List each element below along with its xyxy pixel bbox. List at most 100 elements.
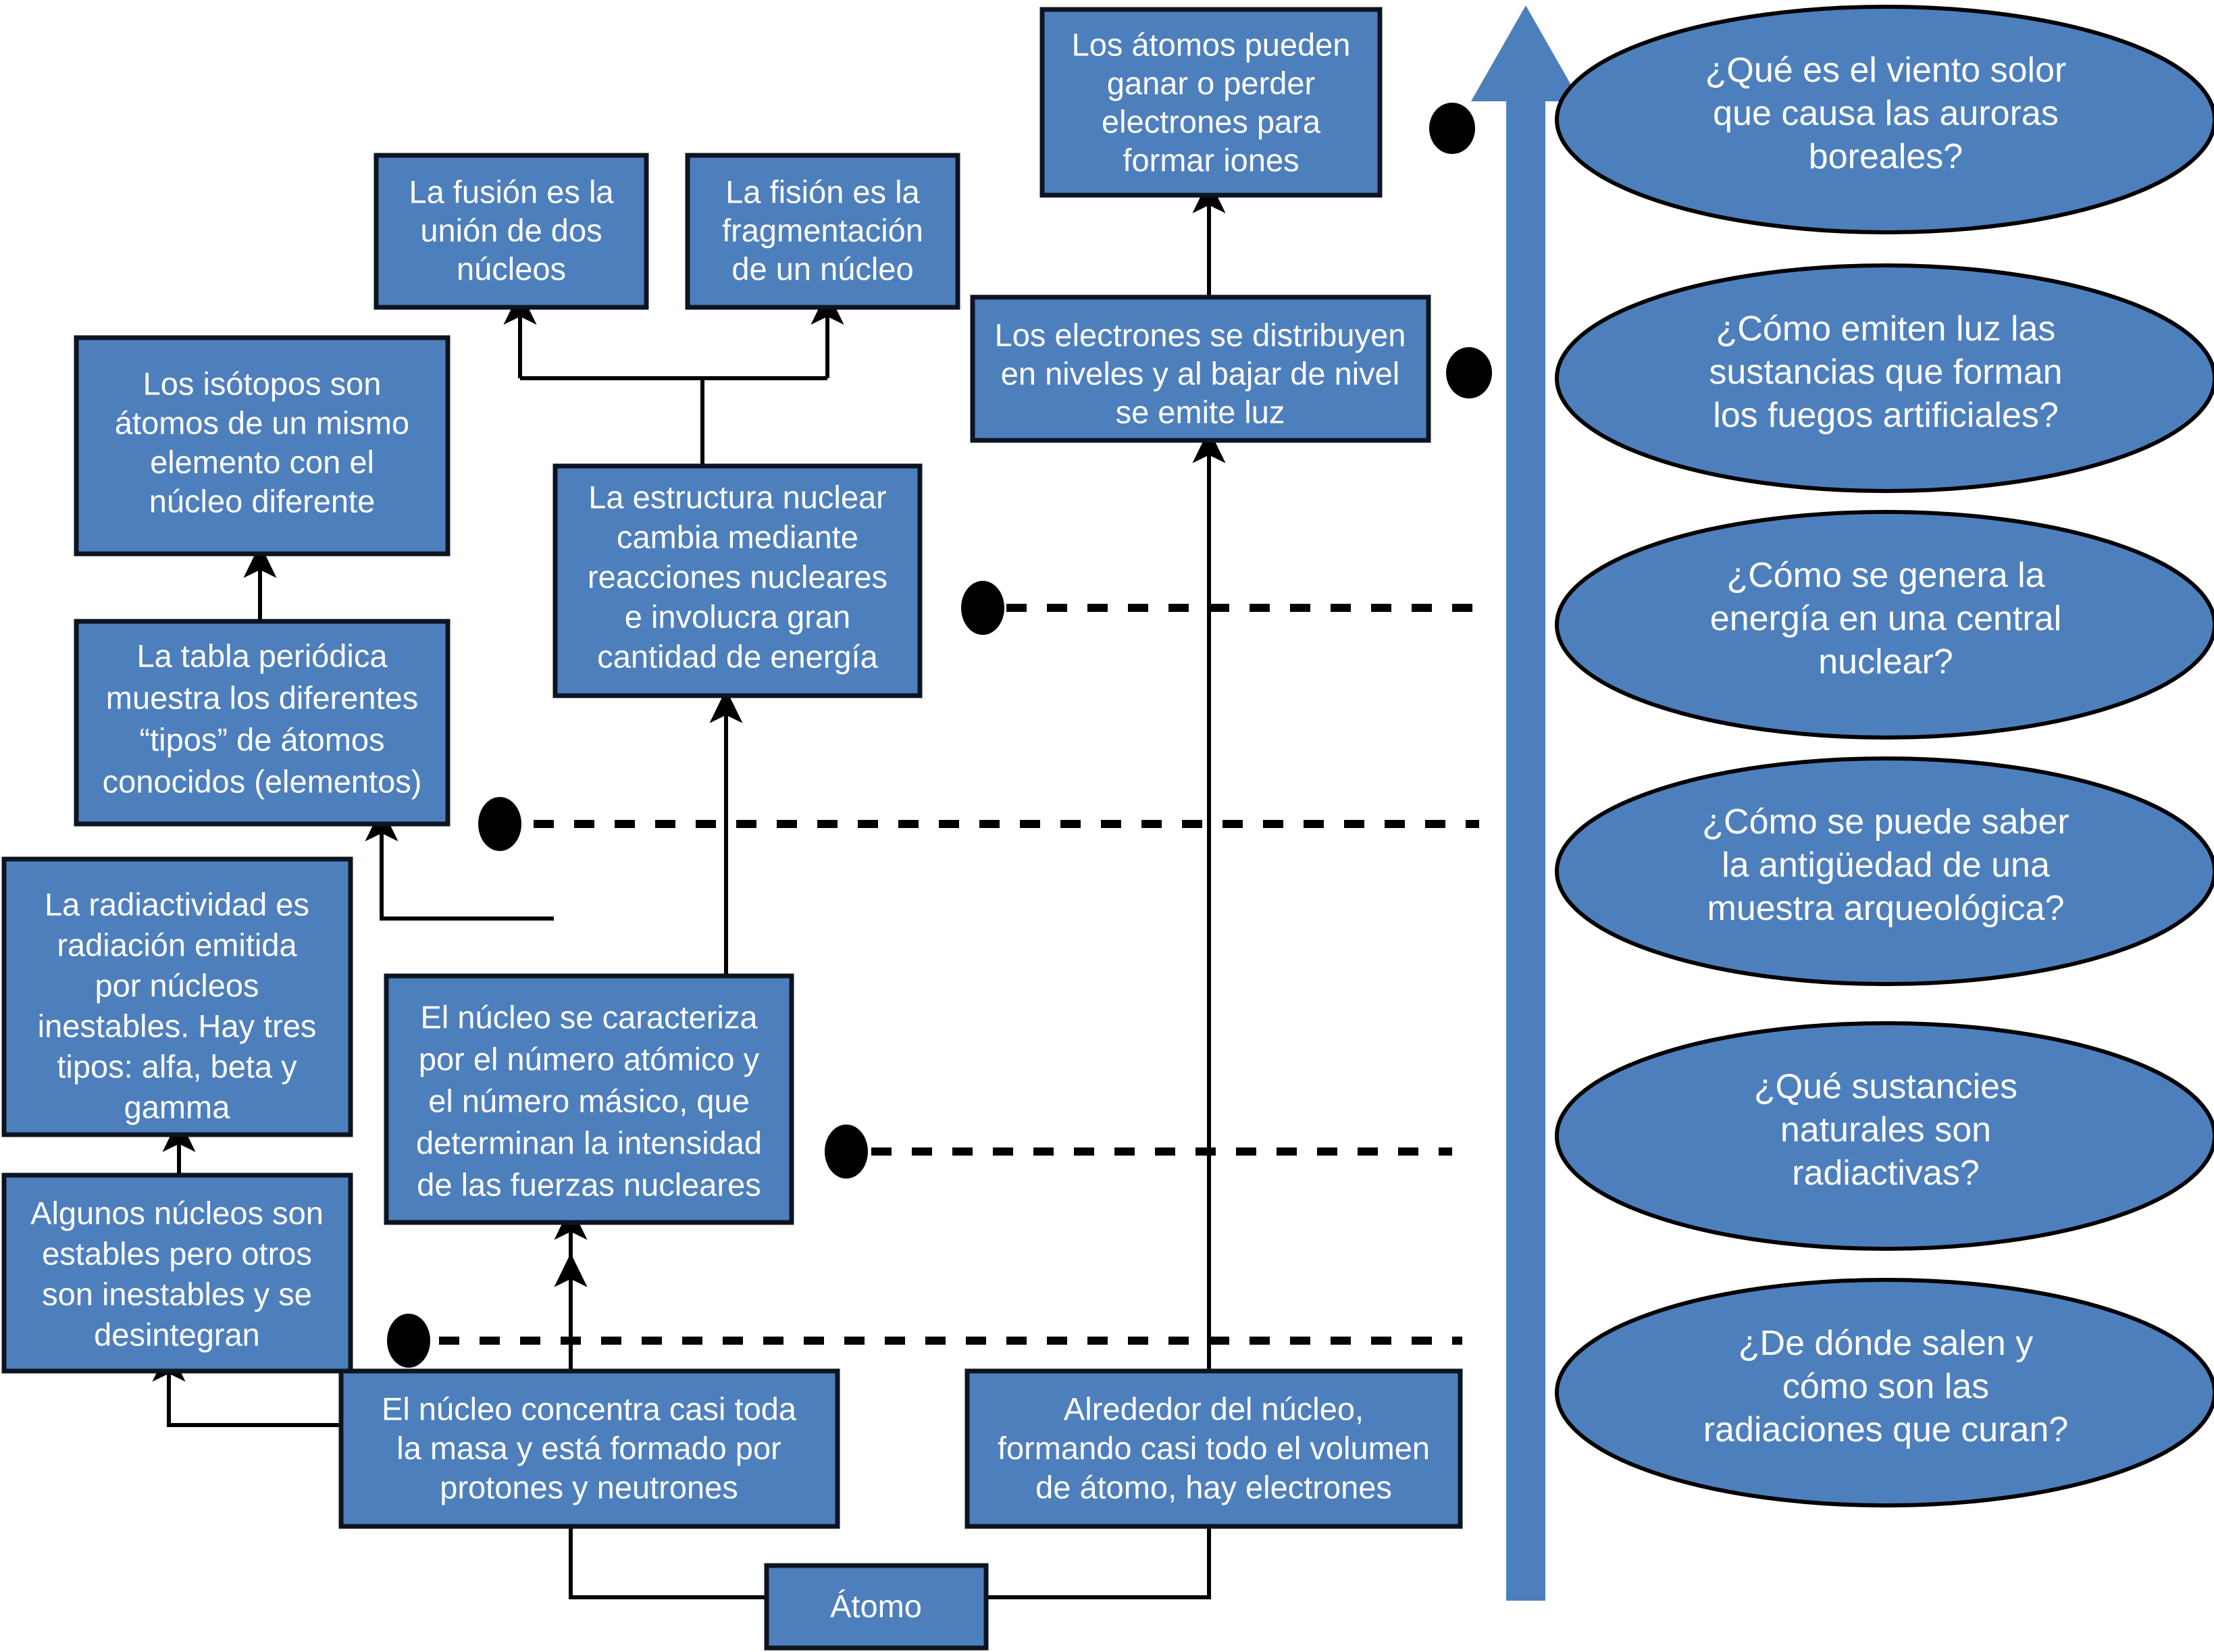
node-numeros-line-3: determinan la intensidad bbox=[416, 1125, 762, 1160]
q-radiactivas-line-0: ¿Qué sustancies bbox=[1754, 1067, 2017, 1106]
question-layer: ¿Qué es el viento solor que causa las au… bbox=[1555, 5, 2214, 1507]
node-fision-line-2: de un núcleo bbox=[731, 251, 913, 286]
node-tabla-line-2: “tipos” de átomos bbox=[139, 721, 384, 757]
node-isotopos-line-2: elemento con el bbox=[150, 444, 374, 480]
q-auroras-line-0: ¿Qué es el viento solor bbox=[1705, 51, 2067, 90]
node-numeros-line-0: El núcleo se caracteriza bbox=[421, 999, 758, 1035]
node-estables-line-0: Algunos núcleos son bbox=[30, 1195, 324, 1231]
node-fision-line-0: La fisión es la bbox=[725, 174, 920, 209]
bullet-dot-nucleo-numeros bbox=[825, 1125, 868, 1179]
node-volumen-line-0: Alrededor del núcleo, bbox=[1064, 1391, 1364, 1426]
q-fuegos-line-1: sustancias que forman bbox=[1709, 353, 2062, 392]
question-ellipse-fuegos[interactable]: ¿Cómo emiten luz las sustancias que form… bbox=[1555, 263, 2214, 493]
node-electrones-volumen[interactable]: Alrededor del núcleo, formando casi todo… bbox=[964, 1368, 1463, 1529]
node-radiactividad-line-4: tipos: alfa, beta y bbox=[57, 1048, 297, 1084]
question-ellipse-radiactivas[interactable]: ¿Qué sustancies naturales son radiactiva… bbox=[1555, 1021, 2214, 1251]
q-central-line-2: nuclear? bbox=[1818, 642, 1953, 681]
q-fuegos-line-2: los fuegos artificiales? bbox=[1713, 396, 2059, 435]
node-layer: Los átomos pueden ganar o perder electro… bbox=[1, 7, 1463, 1651]
node-radiactividad-line-1: radiación emitida bbox=[57, 927, 297, 962]
node-radiactividad[interactable]: La radiactividad es radiación emitida po… bbox=[1, 856, 353, 1137]
node-radiactividad-line-3: inestables. Hay tres bbox=[38, 1008, 317, 1043]
node-numeros-line-2: el número másico, que bbox=[428, 1083, 749, 1118]
node-iones-line-0: Los átomos pueden bbox=[1072, 26, 1351, 62]
node-isotopos-line-3: núcleo diferente bbox=[149, 483, 375, 519]
node-tabla-line-3: conocidos (elementos) bbox=[103, 763, 422, 799]
q-central-line-0: ¿Cómo se genera la bbox=[1726, 556, 2044, 595]
node-volumen-line-2: de átomo, hay electrones bbox=[1035, 1469, 1392, 1505]
node-isotopos-line-1: átomos de un mismo bbox=[115, 405, 409, 440]
node-iones[interactable]: Los átomos pueden ganar o perder electro… bbox=[1039, 7, 1383, 198]
connector-nucleo-masa-to-nucleos-estables bbox=[152, 1347, 341, 1427]
node-niveles-line-1: en niveles y al bajar de nivel bbox=[1001, 355, 1399, 391]
node-numeros-line-4: de las fuerzas nucleares bbox=[417, 1166, 761, 1202]
progression-arrow-shaft-icon bbox=[1506, 95, 1545, 1601]
node-electrones-niveles[interactable]: Los electrones se distribuyen en niveles… bbox=[970, 294, 1431, 443]
q-antiguedad-line-0: ¿Cómo se puede saber bbox=[1702, 802, 2069, 842]
connector-nucleo-numeros-to-tabla-periodica bbox=[365, 807, 554, 921]
node-estables-line-3: desintegran bbox=[94, 1316, 260, 1352]
q-auroras-line-1: que causa las auroras bbox=[1713, 94, 2059, 133]
node-fusion-line-0: La fusión es la bbox=[409, 174, 614, 209]
node-estables-line-2: son inestables y se bbox=[42, 1276, 312, 1312]
q-antiguedad-line-1: la antigüedad de una bbox=[1722, 846, 2050, 885]
node-masa-line-0: El núcleo concentra casi toda bbox=[382, 1391, 797, 1426]
node-estables-line-1: estables pero otros bbox=[42, 1235, 312, 1271]
q-auroras-line-2: boreales? bbox=[1809, 137, 1963, 176]
node-estructura-line-3: e involucra gran bbox=[625, 598, 850, 634]
node-atomo-line-0: Átomo bbox=[830, 1588, 922, 1624]
node-masa-line-1: la masa y está formado por bbox=[396, 1430, 781, 1466]
q-radiaciones-line-0: ¿De dónde salen y bbox=[1739, 1324, 2034, 1363]
node-fusion-line-1: unión de dos bbox=[420, 212, 602, 248]
connector-layer bbox=[152, 179, 1226, 1599]
node-atomo[interactable]: Átomo bbox=[764, 1563, 989, 1651]
node-estructura-line-0: La estructura nuclear bbox=[588, 479, 887, 515]
node-estructura-nuclear[interactable]: La estructura nuclear cambia mediante re… bbox=[552, 463, 923, 698]
node-isotopos[interactable]: Los isótopos son átomos de un mismo elem… bbox=[74, 335, 450, 557]
question-ellipse-radiaciones[interactable]: ¿De dónde salen y cómo son las radiacion… bbox=[1555, 1278, 2214, 1507]
q-central-line-1: energía en una central bbox=[1710, 599, 2061, 638]
node-nucleo-masa[interactable]: El núcleo concentra casi toda la masa y … bbox=[338, 1368, 840, 1529]
node-estructura-line-1: cambia mediante bbox=[617, 519, 858, 554]
bullet-dot-iones bbox=[1429, 103, 1475, 154]
node-fusion[interactable]: La fusión es la unión de dos núcleos bbox=[374, 153, 649, 310]
node-niveles-line-0: Los electrones se distribuyen bbox=[995, 317, 1406, 353]
dotted-leader-layer bbox=[439, 604, 1479, 1345]
question-ellipse-auroras[interactable]: ¿Qué es el viento solor que causa las au… bbox=[1555, 5, 2214, 234]
node-niveles-line-2: se emite luz bbox=[1116, 394, 1285, 430]
node-iones-line-3: formar iones bbox=[1123, 142, 1299, 178]
node-nucleos-estables[interactable]: Algunos núcleos son estables pero otros … bbox=[1, 1172, 353, 1374]
q-antiguedad-line-2: muestra arqueológica? bbox=[1707, 889, 2065, 928]
q-radiactivas-line-1: naturales son bbox=[1780, 1110, 1991, 1150]
node-iones-line-1: ganar o perder bbox=[1107, 65, 1315, 101]
node-tabla-line-0: La tabla periódica bbox=[136, 638, 388, 673]
node-masa-line-2: protones y neutrones bbox=[440, 1469, 738, 1505]
node-volumen-line-1: formando casi todo el volumen bbox=[998, 1430, 1430, 1466]
node-tabla-periodica[interactable]: La tabla periódica muestra los diferente… bbox=[74, 619, 450, 827]
node-nucleo-numeros[interactable]: El núcleo se caracteriza por el número a… bbox=[384, 973, 794, 1225]
node-estructura-line-2: reacciones nucleares bbox=[588, 559, 887, 594]
q-radiaciones-line-2: radiaciones que curan? bbox=[1703, 1410, 2069, 1449]
question-ellipse-central[interactable]: ¿Cómo se genera la energía en una centra… bbox=[1555, 510, 2214, 740]
q-fuegos-line-0: ¿Cómo emiten luz las bbox=[1716, 309, 2056, 349]
node-iones-line-2: electrones para bbox=[1102, 103, 1321, 139]
bullet-dot-niveles bbox=[1446, 347, 1492, 398]
bullet-dot-nucleos-estab bbox=[387, 1314, 430, 1368]
node-isotopos-line-0: Los isótopos son bbox=[143, 365, 382, 401]
q-radiactivas-line-2: radiactivas? bbox=[1792, 1154, 1979, 1193]
bullet-dot-estructura bbox=[961, 581, 1004, 635]
node-fusion-line-2: núcleos bbox=[457, 251, 566, 286]
node-radiactividad-line-5: gamma bbox=[124, 1089, 231, 1125]
node-estructura-line-4: cantidad de energía bbox=[597, 638, 878, 674]
node-tabla-line-1: muestra los diferentes bbox=[106, 679, 418, 715]
node-radiactividad-line-2: por núcleos bbox=[95, 967, 259, 1003]
node-radiactividad-line-0: La radiactividad es bbox=[45, 886, 309, 922]
node-fision[interactable]: La fisión es la fragmentación de un núcl… bbox=[685, 153, 960, 310]
node-numeros-line-1: por el número atómico y bbox=[419, 1041, 760, 1077]
question-ellipse-antiguedad[interactable]: ¿Cómo se puede saber la antigüedad de un… bbox=[1555, 756, 2214, 986]
q-radiaciones-line-1: cómo son las bbox=[1782, 1367, 1989, 1406]
progression-arrow-head-icon bbox=[1471, 5, 1580, 101]
bullet-dot-layer bbox=[387, 103, 1492, 1368]
